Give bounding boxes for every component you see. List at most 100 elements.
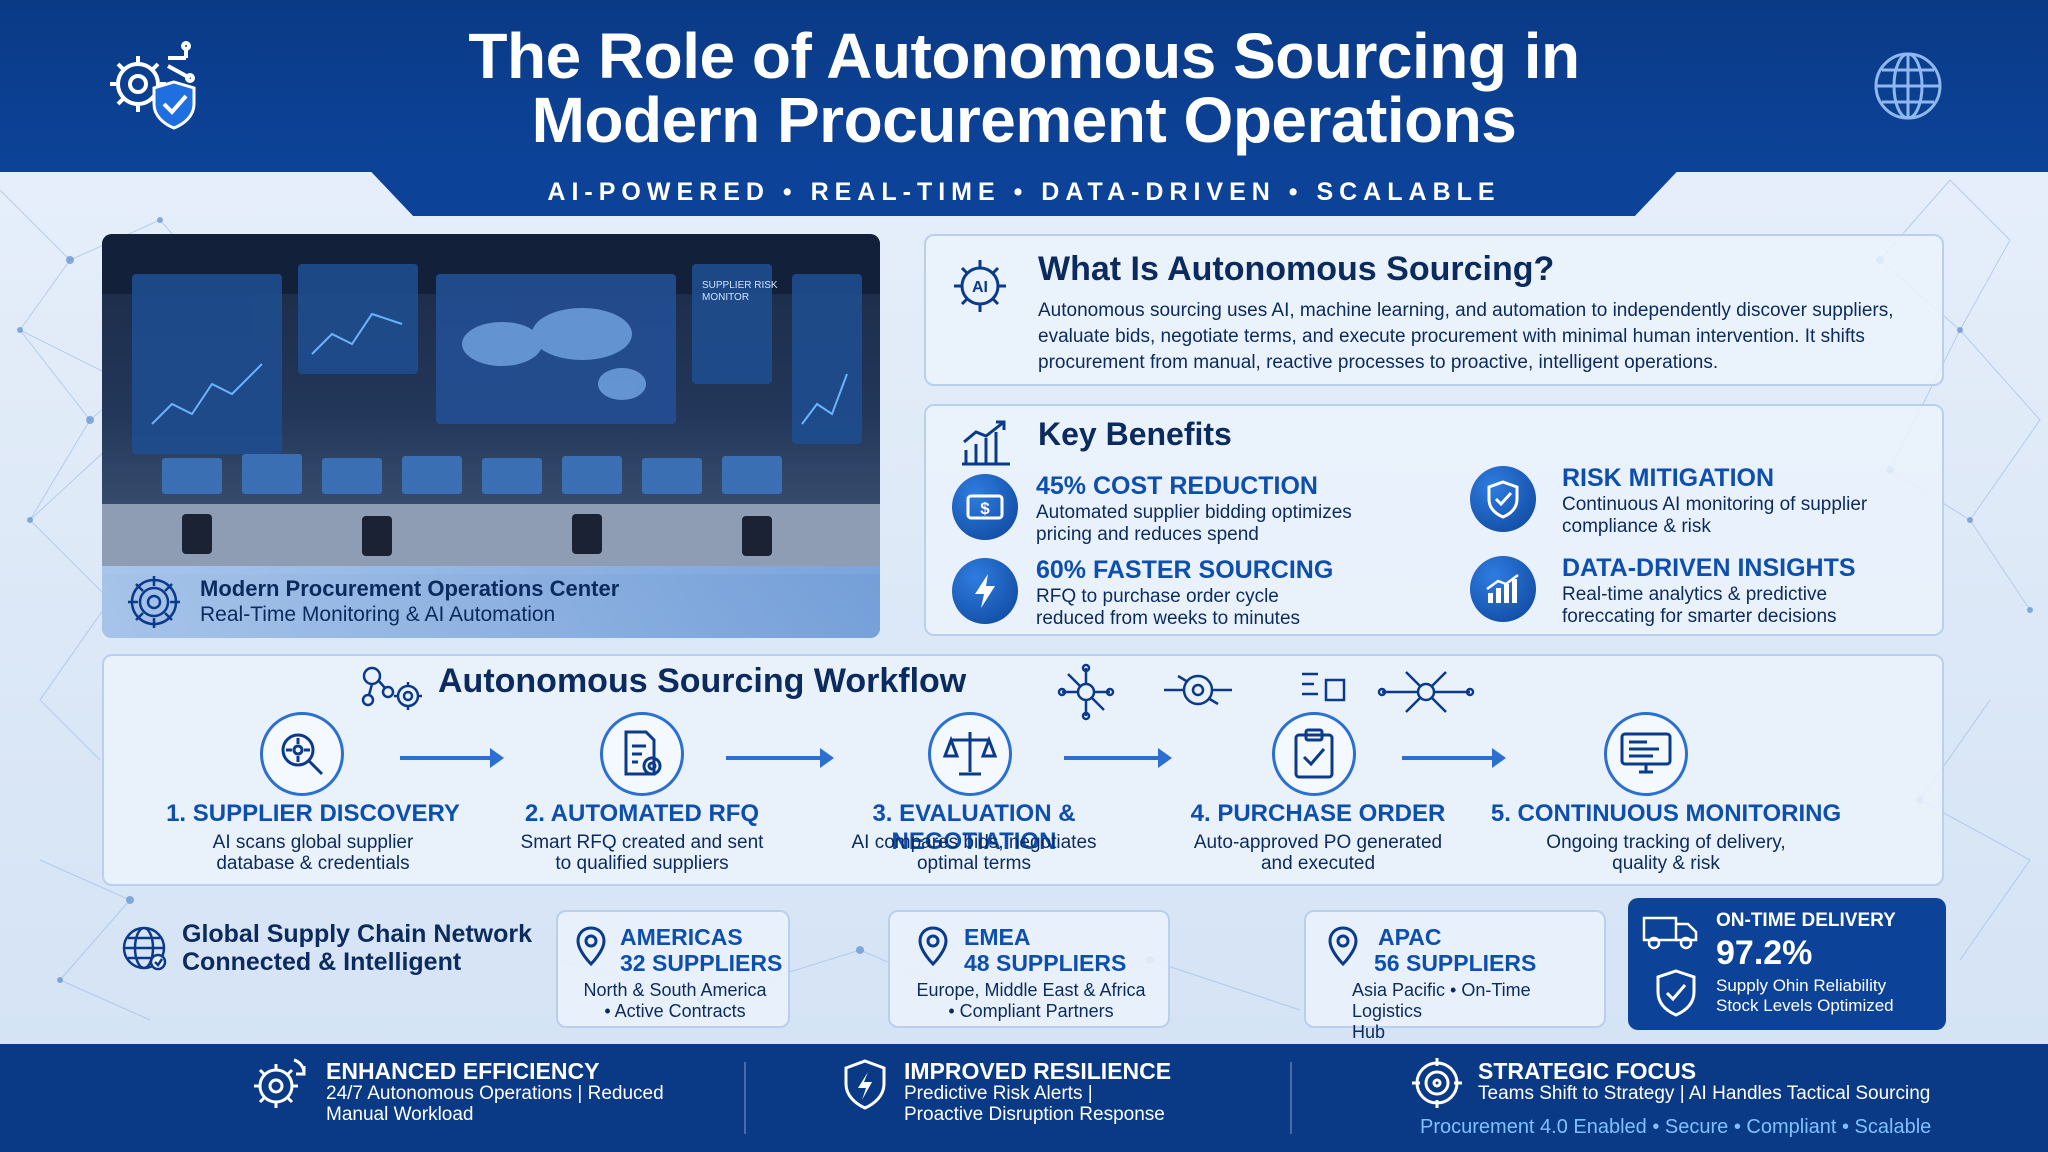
region-desc: North & South America • Active Contracts bbox=[568, 980, 782, 1022]
benefit-desc-line: reduced from weeks to minutes bbox=[1036, 608, 1301, 629]
benefit-desc-faster-sourcing: RFQ to purchase order cycle reduced from… bbox=[1036, 586, 1300, 630]
benefit-desc-cost-reduction: Automated supplier bidding optimizes pri… bbox=[1036, 502, 1352, 546]
operations-center-image: SUPPLIER RISK MONITOR bbox=[102, 234, 880, 638]
region-desc-line: North & South America bbox=[583, 980, 767, 1000]
footer-desc-line: Proactive Disruption Response bbox=[904, 1104, 1165, 1125]
workflow-arrow bbox=[1402, 748, 1506, 768]
ai-chip-icon: AI bbox=[954, 260, 1006, 312]
step-desc-automated-rfq: Smart RFQ created and sent to qualified … bbox=[494, 832, 790, 874]
region-desc: Asia Pacific • On-Time Logistics Hub bbox=[1352, 980, 1602, 1043]
benefit-title-faster-sourcing: 60% FASTER SOURCING bbox=[1036, 556, 1334, 584]
benefit-desc-line: foreccating for smarter decisions bbox=[1562, 606, 1837, 627]
target-network-icon bbox=[128, 576, 180, 628]
step-desc-continuous-monitoring: Ongoing tracking of delivery, quality & … bbox=[1476, 832, 1856, 874]
benefit-desc-line: compliance & risk bbox=[1562, 516, 1711, 537]
workflow-gear-network-icon bbox=[361, 666, 422, 710]
step-desc-line: AI scans global supplier bbox=[212, 832, 414, 853]
step-desc-line: quality & risk bbox=[1612, 853, 1720, 874]
header-tagline-tab bbox=[360, 160, 1688, 216]
workflow-arrow bbox=[726, 748, 834, 768]
step-desc-line: database & credentials bbox=[216, 853, 410, 874]
step-desc-evaluation-negotiation: AI compares bids, negotiates optimal ter… bbox=[796, 832, 1152, 874]
workflow-arrow bbox=[400, 748, 504, 768]
benefit-desc-line: Automated supplier bidding optimizes bbox=[1036, 502, 1352, 523]
step-title-automated-rfq: 2. AUTOMATED RFQ bbox=[524, 800, 760, 827]
shield-check-icon bbox=[1656, 969, 1696, 1017]
key-benefits-heading: Key Benefits bbox=[1038, 416, 1232, 452]
screen-text-monitor: MONITOR bbox=[702, 292, 749, 303]
workflow-arrow bbox=[1064, 748, 1172, 768]
on-time-delivery-details: Supply Ohin Reliability Stock Levels Opt… bbox=[1716, 976, 1894, 1016]
on-time-delivery-value: 97.2% bbox=[1716, 934, 1813, 972]
monitor-screen-icon bbox=[1604, 712, 1688, 796]
map-pin-icon bbox=[1328, 926, 1358, 966]
step-desc-line: Auto-approved PO generated bbox=[1193, 832, 1443, 853]
workflow-heading: Autonomous Sourcing Workflow bbox=[438, 662, 967, 700]
benefit-desc-line: Real-time analytics & predictive bbox=[1562, 584, 1828, 605]
what-is-heading: What Is Autonomous Sourcing? bbox=[1038, 250, 1555, 288]
region-count: 32 SUPPLIERS bbox=[620, 950, 783, 976]
step-desc-supplier-discovery: AI scans global supplier database & cred… bbox=[148, 832, 478, 874]
map-pin-icon bbox=[918, 926, 948, 966]
benefit-desc-risk-mitigation: Continuous AI monitoring of supplier com… bbox=[1562, 494, 1867, 538]
footer-banner bbox=[0, 1044, 2048, 1152]
region-card-apac: APAC 56 SUPPLIERS Asia Pacific • On-Time… bbox=[1304, 910, 1606, 1042]
image-caption-title: Modern Procurement Operations Center bbox=[200, 576, 620, 601]
region-card-americas: AMERICAS 32 SUPPLIERS North & South Amer… bbox=[556, 910, 790, 1028]
scales-icon bbox=[928, 712, 1012, 796]
step-title-evaluation-negotiation: 3. EVALUATION & NEGOTIATION bbox=[872, 800, 1076, 855]
footer-desc-strategic: Teams Shift to Strategy | AI Handles Tac… bbox=[1478, 1083, 1931, 1104]
shield-check-icon bbox=[1470, 466, 1536, 532]
footer-desc-efficiency: 24/7 Autonomous Operations | Reduced Man… bbox=[326, 1083, 664, 1125]
globe-network-icon bbox=[122, 926, 167, 971]
footer-desc-line: Predictive Risk Alerts | bbox=[904, 1083, 1093, 1104]
benefit-desc-line: pricing and reduces spend bbox=[1036, 524, 1259, 545]
efficiency-gear-icon bbox=[254, 1058, 306, 1108]
lightning-icon bbox=[952, 558, 1018, 624]
footer-desc-line: 24/7 Autonomous Operations | Reduced bbox=[326, 1083, 664, 1104]
on-time-delivery-label: ON-TIME DELIVERY bbox=[1716, 910, 1896, 931]
step-desc-line: optimal terms bbox=[916, 853, 1032, 874]
clipboard-check-icon bbox=[1272, 712, 1356, 796]
page-title-line-2: Modern Procurement Operations bbox=[531, 84, 1517, 156]
on-time-delivery-card: ON-TIME DELIVERY 97.2% Supply Ohin Relia… bbox=[1628, 898, 1946, 1030]
header-tagline: AI-POWERED • REAL-TIME • DATA-DRIVEN • S… bbox=[547, 178, 1501, 206]
footer-desc-resilience: Predictive Risk Alerts | Proactive Disru… bbox=[904, 1083, 1165, 1125]
region-desc-line: • Active Contracts bbox=[604, 1001, 746, 1021]
step-desc-purchase-order: Auto-approved PO generated and executed bbox=[1168, 832, 1468, 874]
step-title-supplier-discovery: 1. SUPPLIER DISCOVERY bbox=[166, 800, 460, 827]
dollar-icon: $ bbox=[952, 474, 1018, 540]
footer-title-resilience: IMPROVED RESILIENCE bbox=[904, 1058, 1172, 1084]
footer-divider bbox=[744, 1062, 746, 1134]
region-count: 56 SUPPLIERS bbox=[1374, 950, 1537, 976]
delivery-truck-icon bbox=[1642, 916, 1698, 950]
step-title-purchase-order: 4. PURCHASE ORDER bbox=[1190, 800, 1446, 827]
region-desc-line: Asia Pacific • On-Time Logistics bbox=[1352, 980, 1531, 1021]
step-desc-line: to qualified suppliers bbox=[555, 853, 729, 874]
ai-chip-label: AI bbox=[972, 279, 988, 296]
region-name: EMEA bbox=[964, 924, 1031, 950]
benefit-desc-data-driven-insights: Real-time analytics & predictive forecca… bbox=[1562, 584, 1837, 628]
region-desc-line: • Compliant Partners bbox=[948, 1001, 1114, 1021]
footer-title-strategic: STRATEGIC FOCUS bbox=[1478, 1058, 1697, 1084]
step-title-continuous-monitoring: 5. CONTINUOUS MONITORING bbox=[1490, 800, 1842, 827]
on-time-delivery-line: Supply Ohin Reliability bbox=[1716, 976, 1887, 995]
network-title: Global Supply Chain Network bbox=[182, 920, 533, 948]
footer-desc-line: Manual Workload bbox=[326, 1104, 474, 1125]
on-time-delivery-line: Stock Levels Optimized bbox=[1716, 996, 1894, 1015]
benefit-title-data-driven-insights: DATA-DRIVEN INSIGHTS bbox=[1562, 554, 1856, 582]
resilience-shield-icon bbox=[844, 1059, 886, 1110]
key-benefits-panel: Key Benefits $ 45% COST REDUCTION Automa… bbox=[924, 404, 1944, 636]
image-caption-subtitle: Real-Time Monitoring & AI Automation bbox=[200, 603, 556, 626]
footer-tagline: Procurement 4.0 Enabled • Secure • Compl… bbox=[1420, 1116, 1932, 1138]
gear-shield-icon bbox=[110, 41, 196, 130]
region-card-emea: EMEA 48 SUPPLIERS Europe, Middle East & … bbox=[888, 910, 1170, 1028]
step-desc-line: Smart RFQ created and sent bbox=[520, 832, 764, 853]
header-banner bbox=[0, 0, 2048, 172]
bar-chart-growth-icon bbox=[962, 420, 1010, 466]
benefit-desc-line: RFQ to purchase order cycle bbox=[1036, 586, 1279, 607]
map-pin-icon bbox=[576, 926, 606, 966]
region-desc: Europe, Middle East & Africa • Compliant… bbox=[900, 980, 1162, 1022]
what-is-description: Autonomous sourcing uses AI, machine lea… bbox=[1038, 300, 1894, 373]
step-desc-line: AI compares bids, negotiates bbox=[851, 832, 1097, 853]
